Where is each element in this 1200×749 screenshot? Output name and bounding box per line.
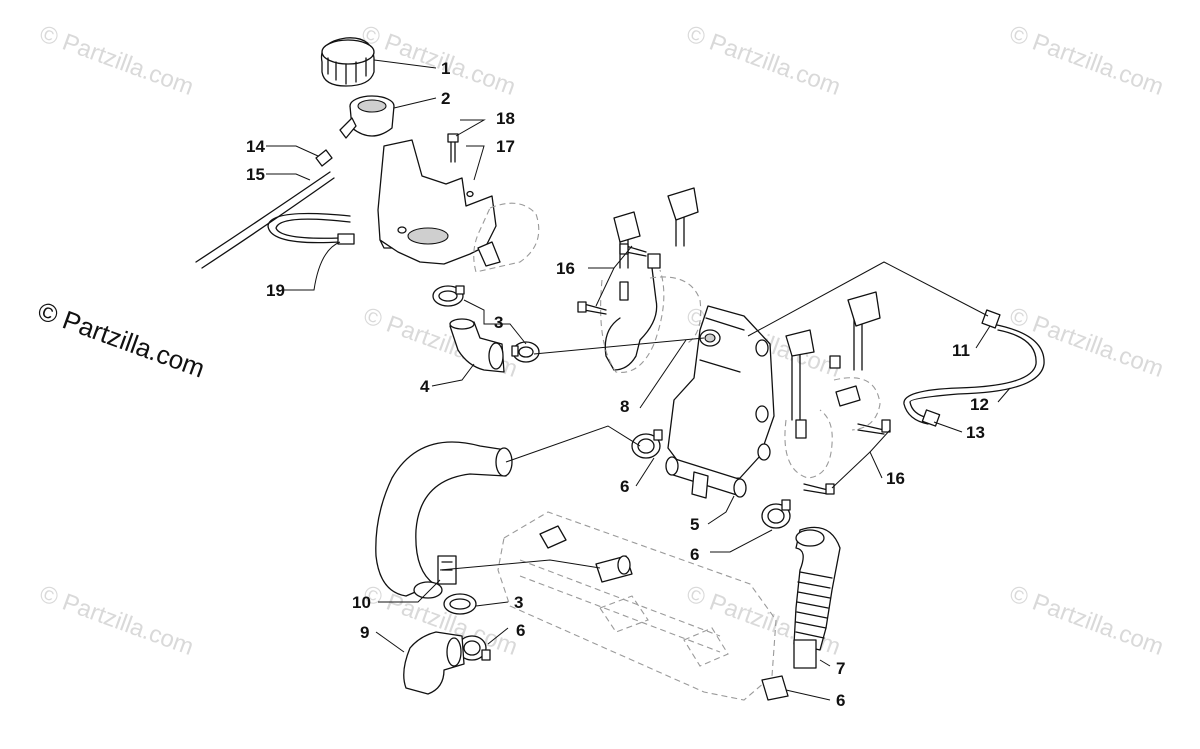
filler-cap (320, 37, 375, 87)
ghost-tank-outline (473, 202, 540, 273)
watermark-mid-right: © Partzilla.com (1006, 302, 1167, 383)
callout-13: 13 (966, 423, 985, 442)
coil-bolts-top (577, 243, 647, 315)
callout-3-lower: 3 (514, 593, 523, 612)
callout-8: 8 (620, 397, 629, 416)
curved-hose-upper (375, 441, 513, 599)
leader-lines (266, 59, 1011, 701)
callout-numbers: 1 2 3 3 4 5 6 6 6 6 7 8 9 10 11 12 13 14… (246, 59, 989, 710)
cylinder-head-ghost (497, 511, 777, 701)
watermark-bottom-right: © Partzilla.com (1006, 580, 1167, 661)
bypass-hose (903, 309, 1045, 427)
callout-17: 17 (496, 137, 515, 156)
hose-clamp-mid-left (631, 429, 663, 459)
watermark-main: © Partzilla.com (34, 295, 209, 383)
watermark-top-center-right: © Partzilla.com (683, 20, 844, 101)
watermark-top-right: © Partzilla.com (1006, 20, 1167, 101)
callout-6-bottom-right: 6 (836, 691, 845, 710)
ignition-coil-assembly-left (600, 187, 702, 373)
callout-15: 15 (246, 165, 265, 184)
vent-hose (195, 171, 335, 269)
ignition-coil-assembly-right (784, 291, 881, 479)
callout-11: 11 (952, 341, 970, 360)
coil-bolts-bottom (803, 419, 891, 495)
hose-clamp-bottom-right (761, 675, 789, 701)
callout-14: 14 (246, 137, 265, 156)
callout-6-mid-right: 6 (690, 545, 699, 564)
callout-6-mid-left: 6 (620, 477, 629, 496)
callout-19: 19 (266, 281, 285, 300)
callout-5: 5 (690, 515, 699, 534)
hose-clamp-upper (432, 285, 465, 307)
elbow-hose (449, 318, 505, 373)
callout-16-bottom: 16 (886, 469, 905, 488)
tank-bracket (377, 139, 497, 265)
hose-clamp-mid-right (761, 499, 791, 529)
callout-2: 2 (441, 89, 450, 108)
elbow-hose-lower (403, 631, 465, 695)
callout-7: 7 (836, 659, 845, 678)
callout-12: 12 (970, 395, 989, 414)
corrugated-hose (793, 526, 841, 669)
callout-6-lower: 6 (516, 621, 525, 640)
watermark-top-left: © Partzilla.com (36, 20, 197, 101)
filler-neck (339, 95, 395, 139)
callout-9: 9 (360, 623, 369, 642)
t-fitting (665, 456, 747, 499)
coolant-housing (667, 305, 775, 481)
callout-4: 4 (420, 377, 430, 396)
cable-tie (267, 212, 355, 245)
watermark-bottom-left: © Partzilla.com (36, 580, 197, 661)
hose-clamp-upper-right (511, 341, 540, 363)
hose-clamp-lower-screw (457, 635, 491, 661)
callout-18: 18 (496, 109, 515, 128)
callout-3-upper: 3 (494, 313, 503, 332)
hose-clamp-lower (443, 593, 477, 615)
callout-1: 1 (441, 59, 450, 78)
callout-10: 10 (352, 593, 371, 612)
callout-16-top: 16 (556, 259, 575, 278)
bracket-bolt (447, 133, 459, 163)
vent-fitting (315, 149, 333, 167)
